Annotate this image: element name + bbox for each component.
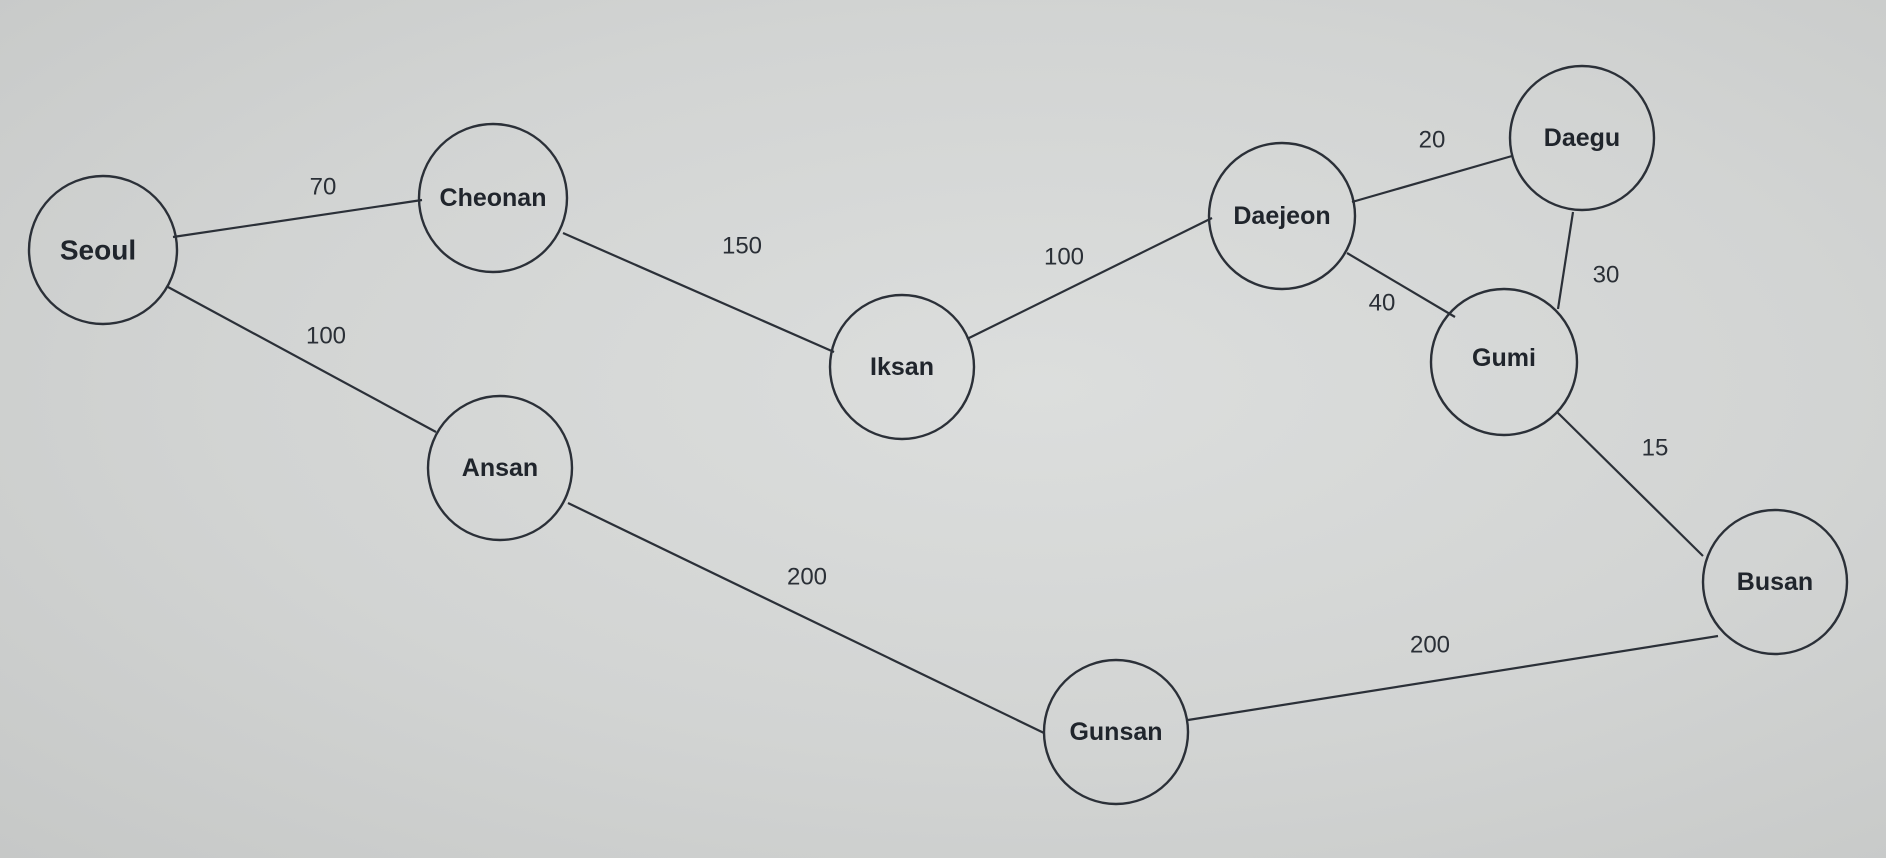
edge-weight-label: 30: [1593, 262, 1620, 289]
node-cheonan: Cheonan: [417, 122, 569, 274]
node-label: Gunsan: [1069, 718, 1162, 746]
node-daegu: Daegu: [1508, 64, 1656, 212]
node-gunsan: Gunsan: [1042, 658, 1190, 806]
edge-seoul-cheonan: [172, 198, 423, 239]
node-label: Ansan: [462, 454, 538, 482]
edge-weight-label: 200: [787, 564, 827, 591]
node-label: Seoul: [60, 235, 136, 266]
node-seoul: Seoul: [27, 174, 179, 326]
edge-weight-label: 15: [1642, 435, 1669, 462]
edge-daegu-gumi: [1556, 211, 1575, 310]
node-label: Iksan: [870, 353, 934, 381]
node-daejeon: Daejeon: [1207, 141, 1357, 291]
edge-weight-label: 100: [1044, 244, 1084, 271]
node-busan: Busan: [1701, 508, 1849, 656]
edge-weight-label: 200: [1410, 632, 1450, 659]
edge-iksan-daejeon: [966, 217, 1213, 340]
node-ansan: Ansan: [426, 394, 574, 542]
node-label: Daejeon: [1233, 202, 1330, 230]
edge-seoul-ansan: [167, 286, 437, 433]
edge-daejeon-daegu: [1351, 154, 1513, 204]
edge-ansan-gunsan: [567, 502, 1045, 734]
node-label: Gumi: [1472, 344, 1536, 372]
edge-daejeon-gumi: [1346, 252, 1456, 318]
node-label: Busan: [1737, 568, 1813, 596]
edge-weight-label: 150: [722, 233, 762, 260]
edge-gunsan-busan: [1187, 634, 1719, 722]
edge-weight-label: 100: [306, 323, 346, 350]
node-label: Daegu: [1544, 124, 1620, 152]
edge-gumi-busan: [1556, 411, 1704, 557]
node-gumi: Gumi: [1429, 287, 1579, 437]
edge-weight-label: 20: [1419, 127, 1446, 154]
node-iksan: Iksan: [828, 293, 976, 441]
node-label: Cheonan: [440, 184, 547, 212]
edge-cheonan-iksan: [562, 231, 835, 354]
edge-weight-label: 40: [1369, 290, 1396, 317]
edge-weight-label: 70: [310, 174, 337, 201]
